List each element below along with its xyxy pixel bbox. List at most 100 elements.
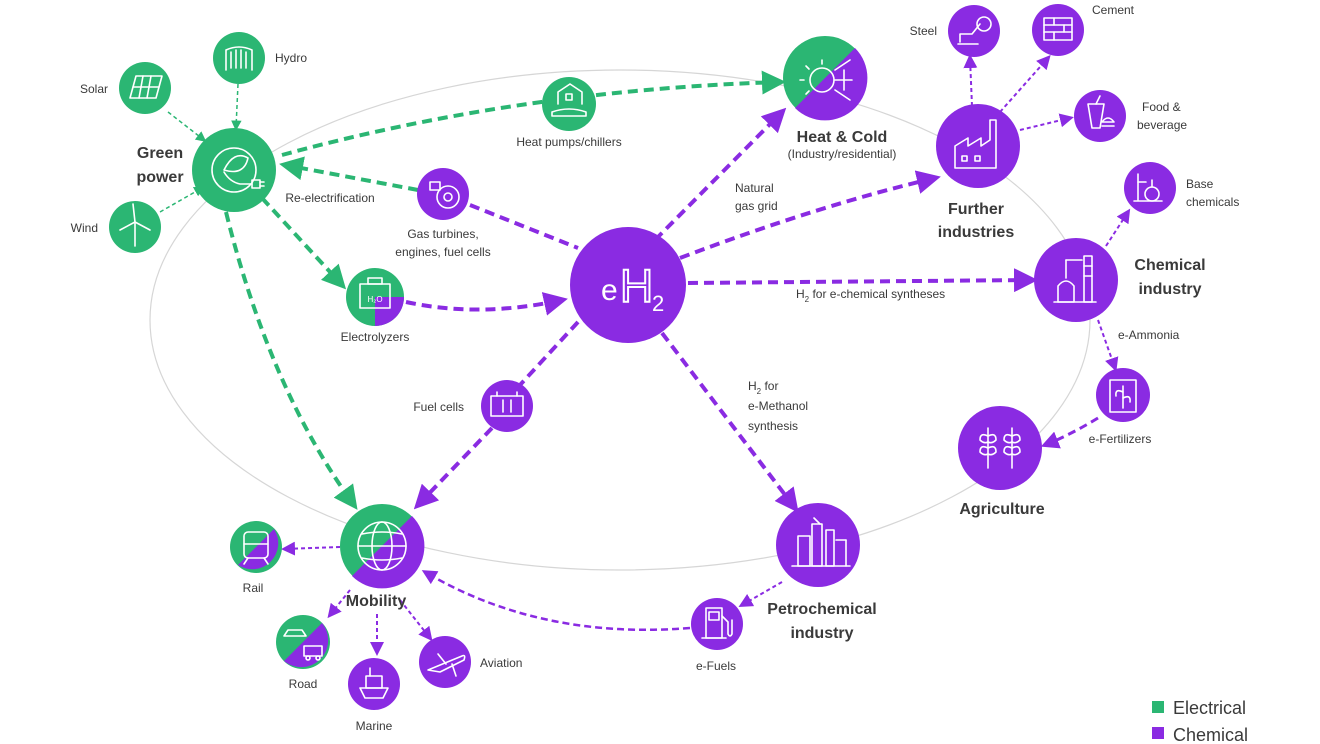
ladle-icon <box>957 16 992 45</box>
heat-pumps-label: Heat pumps/chillers <box>516 135 621 149</box>
further-label-1: Further <box>948 201 1004 218</box>
petrochemical-node <box>776 503 860 587</box>
steel-node <box>948 5 1000 57</box>
food-label-1: Food & <box>1142 100 1181 114</box>
chemical-industry-node <box>1034 238 1118 322</box>
e-ammonia-label: e-Ammonia <box>1118 328 1180 342</box>
hydro-label: Hydro <box>275 51 307 65</box>
h2-chem-label: H2 for e-chemical syntheses <box>796 287 945 304</box>
arrow-hub-to-chemical <box>687 268 1038 293</box>
e-fuels-label: e-Fuels <box>696 659 736 673</box>
further-label-2: industries <box>938 224 1015 241</box>
heat-pumps-node <box>542 77 596 131</box>
arrow-hub-to-heatcold <box>653 107 787 242</box>
bricks-icon <box>1043 17 1073 41</box>
connectors <box>159 54 1131 656</box>
natural-gas-label-1: Natural <box>735 181 774 195</box>
reactor-icon <box>1053 255 1097 303</box>
arrow-chemical-to-basechem <box>1105 208 1131 247</box>
arrow-wind-to-green <box>159 186 205 213</box>
e-fertilizers-label: e-Fertilizers <box>1089 432 1152 446</box>
food-node <box>1074 90 1126 142</box>
electrolyzers-label: Electrolyzers <box>341 330 410 344</box>
sun-snowflake-icon <box>799 59 853 101</box>
e-fertilizers-node <box>1096 368 1150 422</box>
marine-node <box>348 658 400 710</box>
fertilizer-bag-icon <box>1109 379 1137 413</box>
solar-panel-icon <box>129 75 163 99</box>
wind-turbine-icon <box>119 203 151 247</box>
background-ring <box>149 69 1091 571</box>
fuel-cells-label: Fuel cells <box>413 400 464 414</box>
hub-subscript: 2 <box>652 291 664 316</box>
arrow-mobility-to-aviation <box>399 599 433 642</box>
food-label-2: beverage <box>1137 118 1187 132</box>
heat-cold-title: Heat & Cold <box>797 129 888 146</box>
rail-label: Rail <box>243 581 264 595</box>
arrow-fuelcells-to-mobility <box>413 426 494 510</box>
arrow-efuels-to-mobility <box>421 570 691 631</box>
e-fuels-node <box>691 598 743 650</box>
arrow-petrochemical-to-efuels <box>738 581 783 607</box>
h2-chem-rest: for e-chemical syntheses <box>809 287 945 301</box>
legend-electrical-label: Electrical <box>1173 698 1246 718</box>
heat-cold-node <box>783 36 868 121</box>
petrochemical-label-2: industry <box>790 625 853 642</box>
h2-chem-sub: 2 <box>805 295 810 304</box>
road-label: Road <box>289 677 318 691</box>
further-industries-node <box>936 104 1020 188</box>
h2-methanol-label-3: synthesis <box>748 419 798 433</box>
h2-methanol-sub: 2 <box>757 387 762 396</box>
gas-turbines-node <box>417 168 469 220</box>
train-icon <box>243 531 269 565</box>
base-chem-label-2: chemicals <box>1186 195 1239 209</box>
arrow-fertilizers-to-agriculture <box>1040 416 1099 449</box>
rail-node <box>230 521 282 573</box>
fuel-pump-icon <box>701 607 733 639</box>
arrow-further-to-food <box>1019 113 1074 131</box>
arrow-electrolyzers-to-hub <box>405 292 568 316</box>
flask-icon <box>1133 173 1163 202</box>
heat-cold-sub: (Industry/residential) <box>788 147 897 161</box>
electrolyzer-icon: H₂O <box>359 277 391 309</box>
arrow-green-to-electrolyzers <box>260 196 347 290</box>
h2-chem-h: H <box>796 287 805 301</box>
agriculture-node <box>958 406 1042 490</box>
legend-chemical-label: Chemical <box>1173 725 1248 744</box>
house-icon <box>551 83 587 117</box>
arrow-gasturbines-to-hub <box>469 203 579 250</box>
arrow-hub-to-petrochemical <box>660 331 799 513</box>
drink-burger-icon <box>1087 95 1115 129</box>
arrow-mobility-to-rail <box>281 541 341 556</box>
gas-turbines-label-2: engines, fuel cells <box>395 245 490 259</box>
green-power-label-1: Green <box>137 145 183 162</box>
base-chem-label-1: Base <box>1186 177 1214 191</box>
steel-label: Steel <box>910 24 937 38</box>
electrolyzers-node: H₂O <box>346 268 404 326</box>
h2-methanol-rest: for <box>761 379 778 393</box>
turbine-icon <box>429 181 460 209</box>
arrow-further-to-steel <box>963 54 978 107</box>
leaf-plug-icon <box>211 147 265 193</box>
globe-icon <box>357 521 407 571</box>
base-chemicals-node <box>1124 162 1176 214</box>
chemical-label-1: Chemical <box>1134 257 1205 274</box>
solar-label: Solar <box>80 82 108 96</box>
h2-methanol-h: H <box>748 379 757 393</box>
arrow-green-to-mobility <box>224 211 358 510</box>
refinery-icon <box>791 517 851 567</box>
mobility-node <box>340 504 425 589</box>
gas-turbines-label-1: Gas turbines, <box>407 227 478 241</box>
arrow-solar-to-green <box>167 111 207 142</box>
arrow-mobility-to-road <box>327 589 351 619</box>
re-electrification-label: Re-electrification <box>285 191 374 205</box>
wind-node <box>109 201 161 253</box>
agriculture-label: Agriculture <box>959 501 1044 518</box>
dam-icon <box>225 46 253 71</box>
hub-letter: H <box>620 260 653 312</box>
aviation-label: Aviation <box>480 656 522 670</box>
arrow-hub-to-fuelcells <box>518 320 580 387</box>
road-node <box>276 615 330 669</box>
legend-chemical-swatch <box>1152 727 1164 739</box>
arrow-further-to-cement <box>999 55 1051 113</box>
